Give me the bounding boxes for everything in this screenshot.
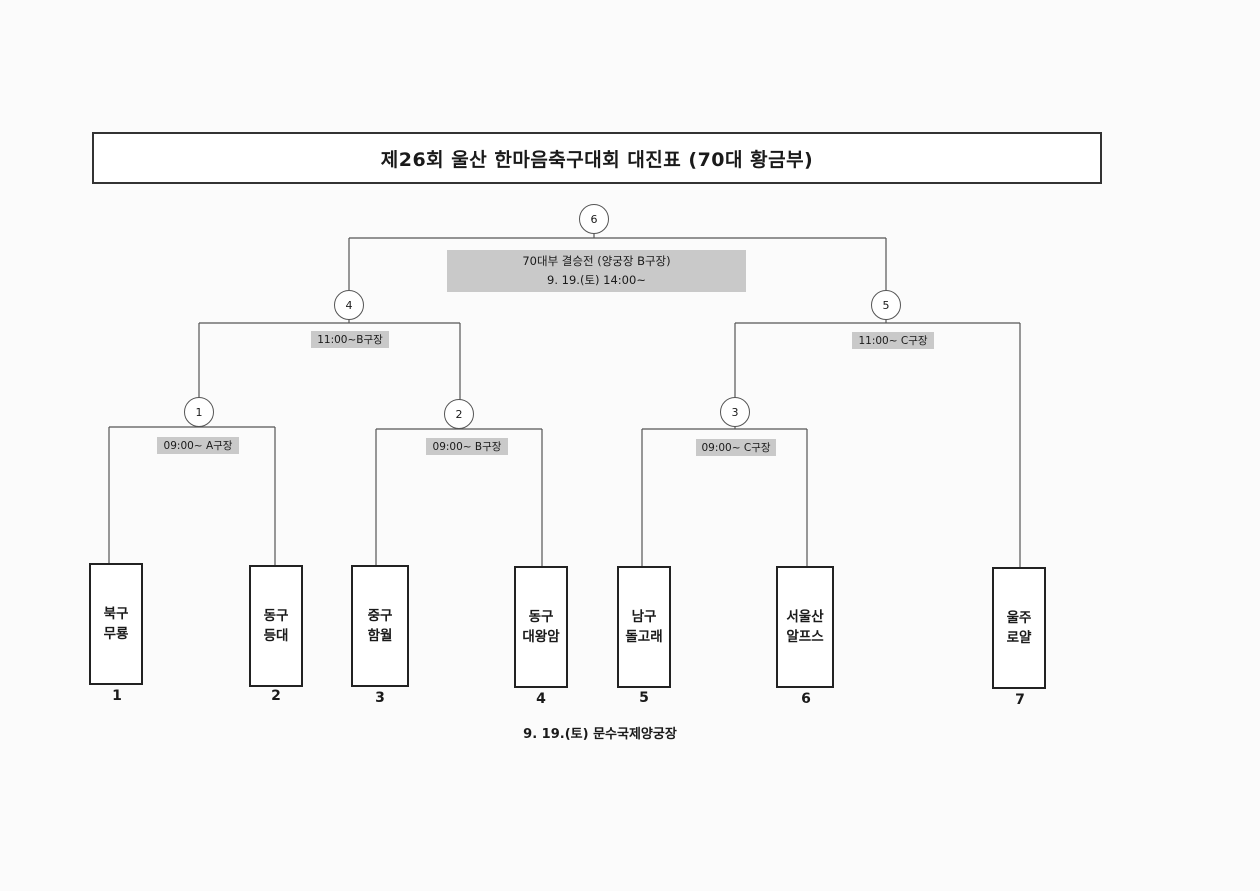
team-box: 동구 등대: [249, 565, 303, 687]
team-seed: 3: [375, 690, 385, 706]
semifinal-match-number: 4: [334, 290, 364, 320]
team-box: 북구 무룡: [89, 563, 143, 685]
team-name: 돌고래: [625, 629, 663, 645]
semifinal-label: 11:00~ C구장: [852, 332, 934, 349]
final-label: 70대부 결승전 (양궁장 B구장) 9. 19.(토) 14:00~: [447, 250, 746, 292]
round1-match-number: 2: [444, 399, 474, 429]
team-district: 남구: [631, 609, 657, 625]
team-box: 동구 대왕암: [514, 566, 568, 688]
team-seed: 6: [801, 691, 811, 707]
team-seed: 5: [639, 690, 649, 706]
semifinal-label: 11:00~B구장: [311, 331, 389, 348]
team-name: 알프스: [786, 629, 824, 645]
round1-label: 09:00~ B구장: [426, 438, 508, 455]
team-box: 서울산 알프스: [776, 566, 834, 688]
team-seed: 7: [1015, 692, 1025, 708]
team-district: 동구: [528, 609, 554, 625]
team-district: 중구: [367, 608, 393, 624]
team-district: 서울산: [786, 609, 824, 625]
final-venue: 70대부 결승전 (양궁장 B구장): [522, 254, 671, 268]
team-name: 무룡: [103, 626, 129, 642]
team-seed: 1: [112, 688, 122, 704]
round1-label: 09:00~ A구장: [157, 437, 239, 454]
semifinal-match-number: 5: [871, 290, 901, 320]
team-district: 북구: [103, 606, 129, 622]
round1-match-number: 3: [720, 397, 750, 427]
team-box: 울주 로얄: [992, 567, 1046, 689]
final-datetime: 9. 19.(토) 14:00~: [547, 273, 646, 287]
team-box: 중구 함월: [351, 565, 409, 687]
team-name: 대왕암: [522, 629, 560, 645]
round1-match-number: 1: [184, 397, 214, 427]
team-district: 울주: [1006, 610, 1032, 626]
team-seed: 4: [536, 691, 546, 707]
team-seed: 2: [271, 688, 281, 704]
venue-footer: 9. 19.(토) 문수국제양궁장: [523, 727, 677, 742]
final-match-number: 6: [579, 204, 609, 234]
round1-label: 09:00~ C구장: [696, 439, 776, 456]
team-name: 등대: [263, 628, 289, 644]
page-title: 제26회 울산 한마음축구대회 대진표 (70대 황금부): [92, 132, 1102, 184]
team-box: 남구 돌고래: [617, 566, 671, 688]
team-name: 함월: [367, 628, 393, 644]
team-district: 동구: [263, 608, 289, 624]
team-name: 로얄: [1006, 630, 1032, 646]
